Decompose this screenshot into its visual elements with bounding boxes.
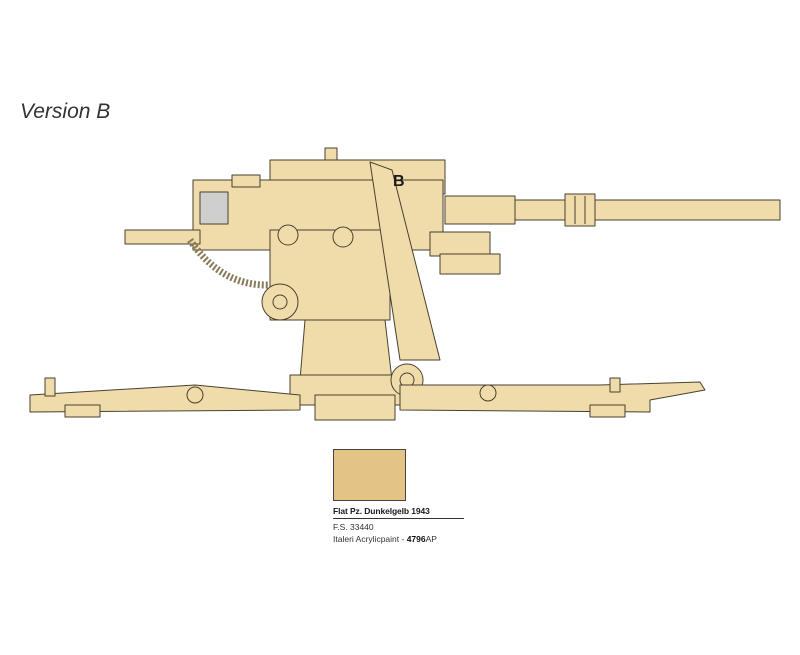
right-outrigger	[399, 381, 706, 413]
gun-marking: B	[393, 173, 405, 190]
paint-color-swatch	[333, 449, 406, 501]
paint-fs-code: F.S. 33440	[333, 522, 374, 532]
paint-name: Flat Pz. Dunkelgelb 1943	[333, 506, 464, 519]
version-title: Version B	[20, 100, 111, 123]
paint-product: Italeri Acrylicpaint - 4796AP	[333, 534, 464, 544]
paint-brand: Italeri Acrylicpaint -	[333, 534, 407, 544]
paint-product-number: 4796	[406, 534, 426, 544]
gun-shield	[369, 161, 441, 361]
paint-product-suffix: AP	[425, 534, 437, 544]
paint-legend: Flat Pz. Dunkelgelb 1943 F.S. 33440 Ital…	[333, 506, 464, 544]
